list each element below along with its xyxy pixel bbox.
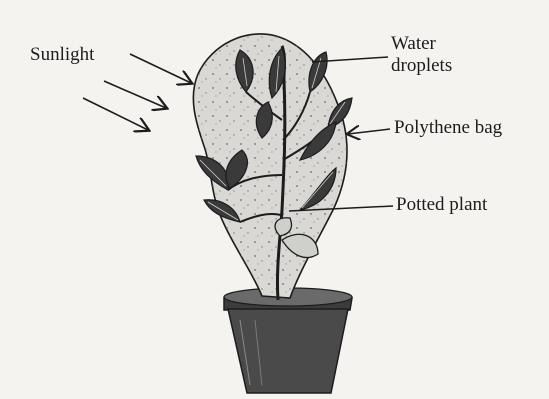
- pointer-polythene-bag: [348, 129, 390, 134]
- sunlight-arrows: [83, 54, 191, 130]
- label-water-line-2: droplets: [391, 55, 452, 77]
- sunlight-arrow-1: [130, 54, 191, 83]
- label-water-line-1: Water: [391, 33, 452, 55]
- flower-pot: [224, 288, 352, 393]
- label-potted-plant: Potted plant: [396, 194, 487, 216]
- label-polythene-bag: Polythene bag: [394, 117, 502, 139]
- label-sunlight: Sunlight: [30, 44, 94, 66]
- sunlight-arrow-2: [104, 81, 166, 108]
- sunlight-arrow-3: [83, 98, 148, 130]
- pot-body: [228, 309, 348, 393]
- label-water-droplets: Water droplets: [391, 33, 452, 77]
